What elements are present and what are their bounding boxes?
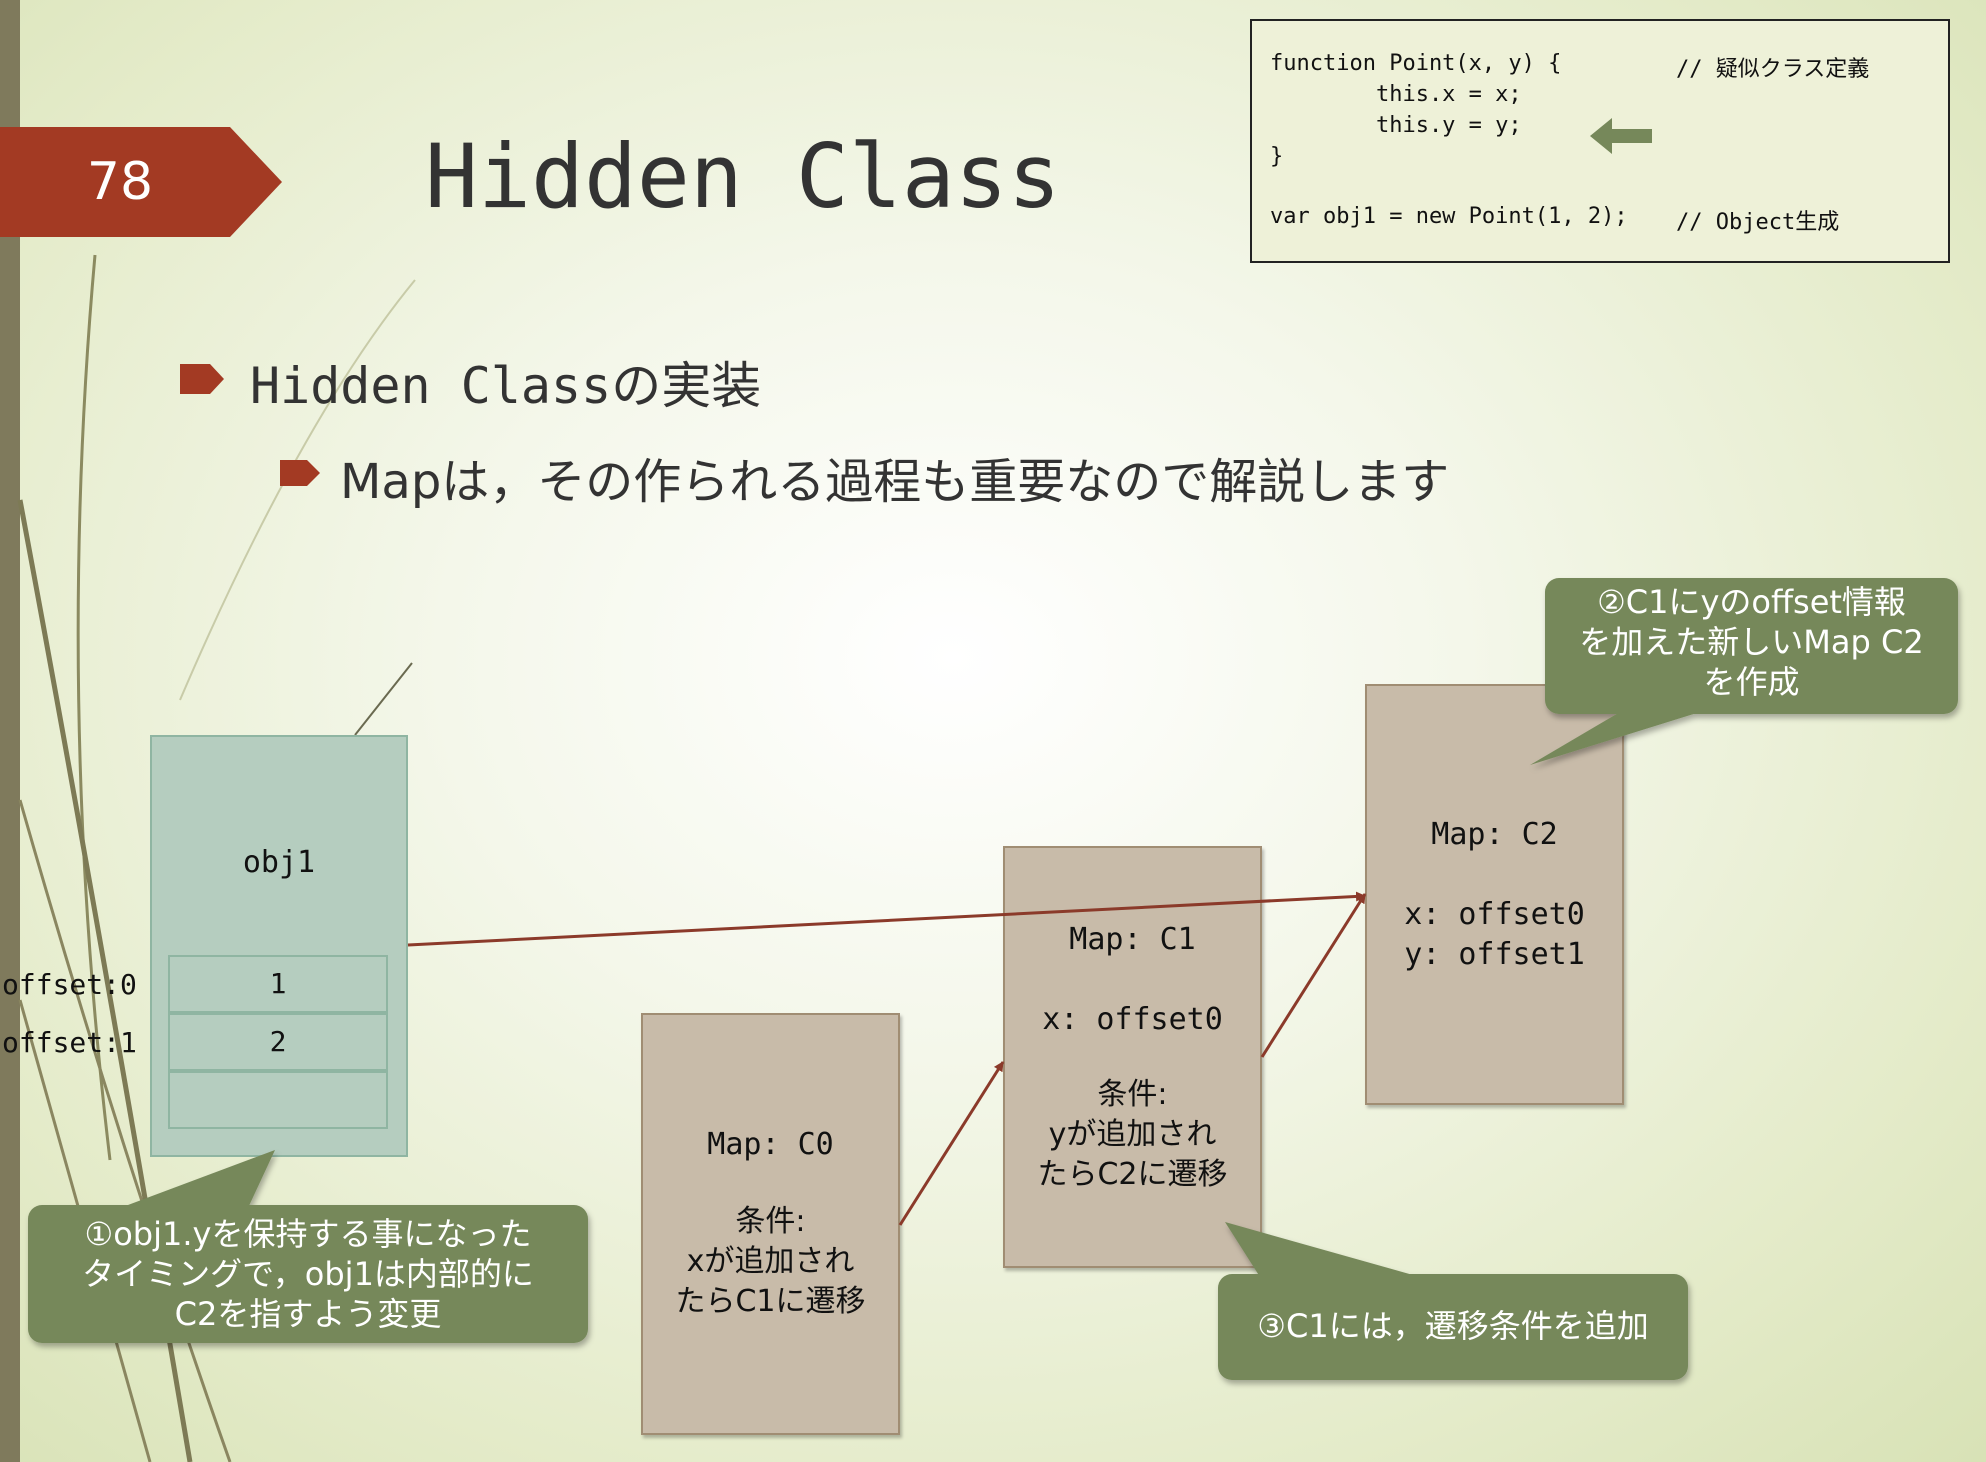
transition-arrow-c0-to-c1: [898, 1061, 1005, 1226]
pointer-arrow-obj1-to-c2: [407, 891, 1366, 947]
map-c1-condition-line: たらC2に遷移: [1037, 1157, 1228, 1192]
object-slot-1: 2: [168, 1013, 388, 1071]
slide-number: 78: [86, 152, 154, 212]
code-line: this.x = x;: [1270, 82, 1522, 107]
code-box: function Point(x, y) { this.x = x; this.…: [1250, 19, 1950, 263]
bullet-arrow-icon: [180, 364, 224, 394]
offset-label-0: offset:0: [2, 968, 137, 1001]
callout-2-line: を加えた新しいMap C2: [1579, 623, 1924, 661]
map-c1-property: x: offset0: [1042, 1002, 1223, 1037]
bullet-level-2: Mapは，その作られる過程も重要なので解説します: [340, 454, 1450, 510]
map-c0-condition-line: たらC1に遷移: [675, 1284, 866, 1319]
code-line: var obj1 = new Point(1, 2);: [1270, 204, 1628, 229]
object-slot-0: 1: [168, 955, 388, 1013]
map-c2-property: y: offset1: [1404, 937, 1585, 972]
offset-label-1: offset:1: [2, 1026, 137, 1059]
map-c1: [1003, 846, 1262, 1268]
map-c0-title: Map: C0: [707, 1127, 834, 1162]
object-slot-2: [168, 1071, 388, 1129]
code-line: function Point(x, y) {: [1270, 51, 1562, 76]
callout-2-line: を作成: [1703, 663, 1800, 701]
slide-title: Hidden Class: [425, 125, 1061, 228]
callout-2-line: ②C1にyのoffset情報: [1597, 583, 1906, 621]
code-line: }: [1270, 144, 1284, 169]
bullet-arrow-icon: [280, 460, 320, 486]
map-c0: [641, 1013, 900, 1435]
map-c0-condition-line: xが追加され: [686, 1244, 855, 1279]
callout-1-line: タイミングで，obj1は内部的に: [82, 1255, 534, 1293]
slide-number-badge: [0, 127, 282, 237]
map-c2-property: x: offset0: [1404, 897, 1585, 932]
arrow-left-icon: [1590, 118, 1652, 154]
callout-1-shape: [28, 1150, 588, 1343]
left-accent-bar: [0, 0, 20, 1462]
map-c1-condition-line: yが追加され: [1048, 1117, 1217, 1152]
object-label: obj1: [242, 845, 316, 880]
map-c1-title: Map: C1: [1069, 922, 1196, 957]
map-c2-title: Map: C2: [1431, 817, 1558, 852]
object-obj1: [150, 735, 408, 1157]
callout-3-line: ③C1には，遷移条件を追加: [1257, 1307, 1649, 1345]
code-comment: // Object生成: [1676, 210, 1840, 235]
map-c1-condition-label: 条件:: [1097, 1077, 1168, 1112]
map-c0-condition-label: 条件:: [735, 1204, 806, 1239]
callout-3-shape: [1218, 1222, 1688, 1380]
map-c2: [1365, 684, 1624, 1105]
transition-arrow-c1-to-c2: [1260, 893, 1367, 1058]
code-line: this.y = y;: [1270, 113, 1522, 138]
code-comment: // 疑似クラス定義: [1676, 57, 1870, 82]
callout-1-line: C2を指すよう変更: [174, 1295, 442, 1333]
callout-1-line: ①obj1.yを保持する事になった: [84, 1215, 532, 1253]
callout-2-shape: [1530, 578, 1958, 765]
bullet-level-1: Hidden Classの実装: [250, 357, 762, 415]
